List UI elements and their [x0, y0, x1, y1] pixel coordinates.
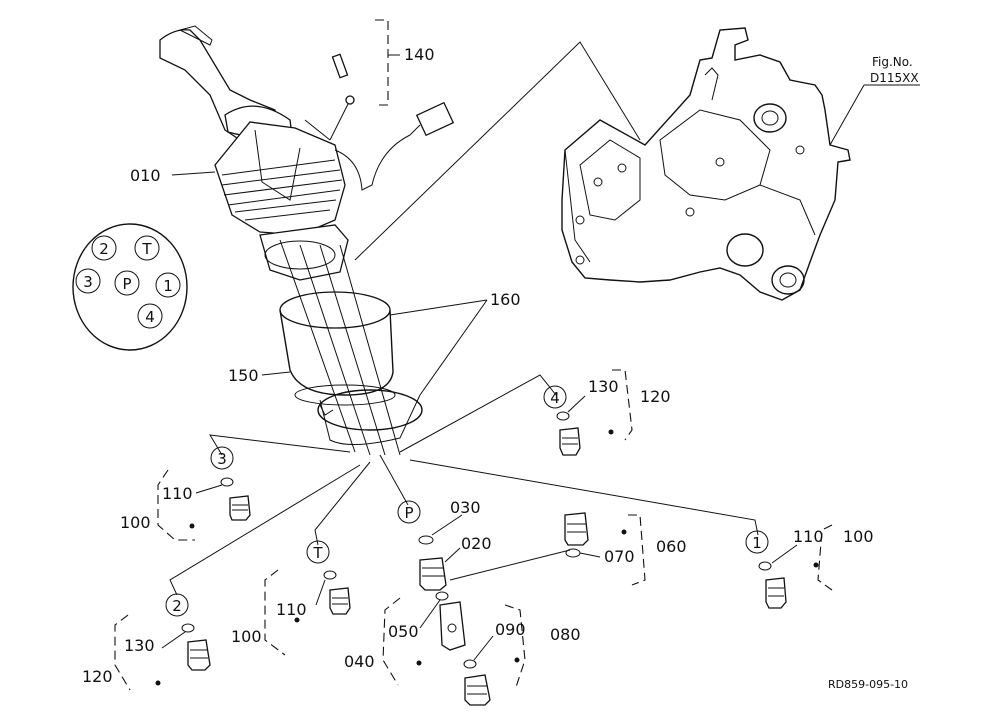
callout-040: 040: [344, 652, 375, 671]
callout-060: 060: [656, 537, 687, 556]
callout-110-right: 110: [793, 527, 824, 546]
leader-010: [171, 171, 216, 176]
route-port-2: [169, 464, 361, 596]
port-tag-1: 1: [745, 530, 769, 554]
port-layout-legend: [72, 223, 188, 351]
drawing-code: RD859-095-10: [828, 678, 908, 691]
port-tag-3: 3: [210, 446, 234, 470]
leader-050: [419, 599, 441, 629]
fitting-060: [564, 512, 627, 558]
fitting-port-2: [155, 623, 211, 686]
callout-130-right: 130: [588, 377, 619, 396]
leader-130b: [161, 631, 186, 649]
leader-030: [431, 514, 463, 536]
fitting-port-T: [294, 570, 351, 623]
group-bracket-140: [375, 19, 389, 106]
leader-figure-ref: [829, 84, 920, 146]
fitting-port-P: [416, 535, 520, 706]
callout-020: 020: [461, 534, 492, 553]
group-bracket-060: [628, 514, 646, 586]
port-tag-4: 4: [543, 385, 567, 409]
route-port-4: [399, 374, 557, 453]
joystick-assembly: [159, 25, 455, 281]
legend-port-2: 2: [99, 240, 109, 258]
figure-ref-number: D115XX: [870, 71, 919, 85]
group-bracket-120b: [114, 614, 131, 691]
route-port-1: [409, 459, 759, 536]
leader-020: [444, 547, 461, 563]
callout-050: 050: [388, 622, 419, 641]
route-port-3: [209, 434, 351, 456]
port-tag-P: P: [397, 500, 421, 524]
leader-150: [261, 371, 291, 376]
svg-text:3: 3: [217, 450, 227, 468]
group-bracket-080: [504, 604, 526, 691]
route-port-P: [379, 454, 409, 506]
group-bracket-100a: [157, 469, 195, 541]
callout-110-left: 110: [162, 484, 193, 503]
hose-lines: [279, 239, 401, 456]
callout-150: 150: [228, 366, 259, 385]
legend-port-P: P: [122, 275, 131, 293]
route-060: [449, 549, 571, 581]
legend-port-4: 4: [145, 308, 155, 326]
screw-140: [331, 53, 355, 105]
callout-110-mid: 110: [276, 600, 307, 619]
leader-070: [579, 552, 601, 558]
callout-120-right: 120: [640, 387, 671, 406]
svg-text:1: 1: [752, 534, 762, 552]
callout-070: 070: [604, 547, 635, 566]
callout-010: 010: [130, 166, 161, 185]
callout-090: 090: [495, 620, 526, 639]
fitting-port-4: [556, 411, 614, 456]
boot-ring-150: [279, 291, 396, 406]
svg-text:2: 2: [172, 597, 182, 615]
fitting-port-3: [189, 477, 251, 529]
leader-110c: [315, 579, 326, 606]
figure-ref-label: Fig.No.: [872, 55, 913, 69]
leader-130a: [567, 395, 586, 413]
callout-030: 030: [450, 498, 481, 517]
callout-140: 140: [404, 45, 435, 64]
callout-160: 160: [490, 290, 521, 309]
leader-110a: [195, 484, 223, 494]
legend-port-1: 1: [163, 277, 173, 295]
svg-text:T: T: [312, 544, 323, 562]
legend-port-T: T: [141, 240, 152, 258]
callout-100-mid: 100: [231, 627, 262, 646]
route-port-T: [314, 461, 371, 546]
group-bracket-040: [382, 597, 401, 686]
svg-text:P: P: [404, 504, 413, 522]
callout-130-left: 130: [124, 636, 155, 655]
svg-text:4: 4: [550, 389, 560, 407]
clamp-ring-160: [317, 389, 423, 446]
legend-port-3: 3: [83, 273, 93, 291]
mounting-bracket: [561, 27, 851, 301]
callout-100-left: 100: [120, 513, 151, 532]
port-tag-2: 2: [165, 593, 189, 617]
leader-160: [389, 299, 488, 396]
callout-080: 080: [550, 625, 581, 644]
leader-lines-upper: [329, 41, 641, 261]
group-bracket-120a: [612, 369, 633, 441]
callout-120-left: 120: [82, 667, 113, 686]
leader-110b: [771, 544, 798, 564]
port-tag-T: T: [306, 540, 330, 564]
group-bracket-100b: [817, 524, 833, 591]
leader-090: [473, 635, 494, 661]
group-bracket-100c: [264, 569, 286, 656]
callout-100-right: 100: [843, 527, 874, 546]
fitting-port-1: [758, 561, 819, 609]
